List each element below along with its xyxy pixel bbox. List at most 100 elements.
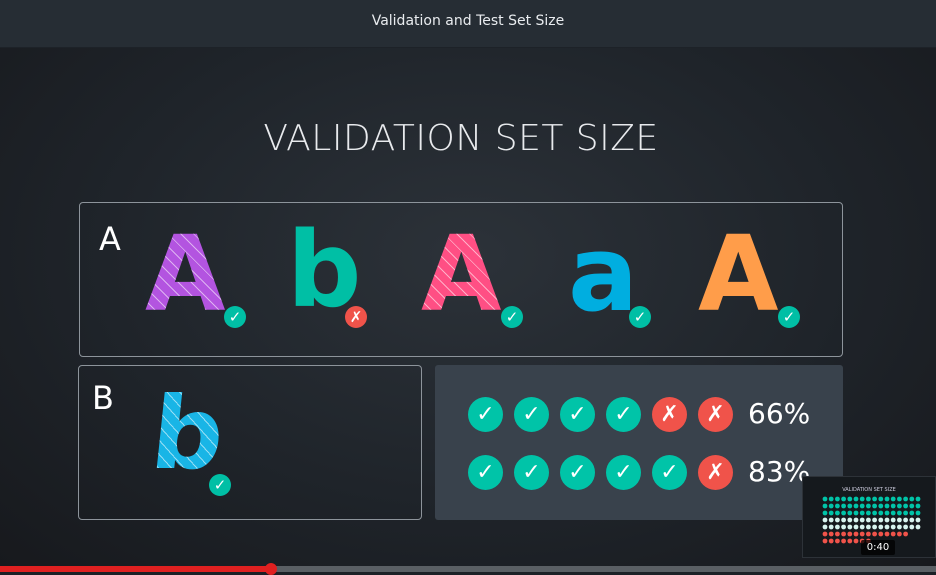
thumbnail-dot (897, 503, 902, 509)
thumbnail-dot (884, 503, 890, 509)
thumbnail-dot (841, 496, 846, 502)
progress-track[interactable] (0, 566, 936, 572)
thumbnail-dot (903, 524, 908, 530)
check-icon: ✓ (468, 455, 503, 490)
thumbnail-dot (835, 524, 840, 530)
letter-b-blue: b (145, 375, 230, 492)
title-bar: Validation and Test Set Size (0, 0, 936, 48)
thumbnail-dot (897, 517, 902, 523)
thumbnail-dot (835, 510, 840, 516)
thumbnail-dot (859, 517, 865, 523)
thumbnail-dot (890, 524, 896, 530)
cross-icon: ✗ (698, 397, 733, 432)
thumbnail-dot (859, 503, 865, 509)
thumbnail-dot (847, 538, 853, 544)
thumbnail-dot (828, 524, 834, 530)
check-icon: ✓ (560, 397, 595, 432)
cross-icon: ✗ (652, 397, 687, 432)
thumbnail-dot (884, 531, 890, 537)
thumbnail-dot (872, 524, 877, 530)
thumbnail-dot (878, 524, 884, 530)
thumbnail-dot (897, 496, 902, 502)
thumbnail-dot (915, 503, 921, 509)
thumbnail-dot (890, 496, 896, 502)
thumbnail-dot (903, 496, 908, 502)
cross-icon: ✗ (345, 306, 367, 328)
thumbnail-title: VALIDATION SET SIZE (842, 487, 896, 493)
thumbnail-dot (828, 496, 834, 502)
thumbnail-dot (903, 510, 908, 516)
thumbnail-dot (866, 503, 871, 509)
thumbnail-dot (915, 496, 921, 502)
thumbnail-dot (878, 517, 884, 523)
check-icon: ✓ (514, 397, 549, 432)
thumbnail-dot (903, 531, 908, 537)
thumbnail-dot (872, 517, 877, 523)
thumbnail-dot (890, 531, 896, 537)
thumbnail-dot (847, 503, 853, 509)
thumbnail-dot (847, 510, 853, 516)
thumbnail-dot (878, 496, 884, 502)
check-icon: ✓ (629, 306, 651, 328)
check-icon: ✓ (606, 397, 641, 432)
check-icon: ✓ (209, 474, 231, 496)
thumbnail-dot (884, 510, 890, 516)
thumbnail-dot (847, 531, 853, 537)
thumbnail-dot (859, 496, 865, 502)
check-icon: ✓ (224, 306, 246, 328)
thumbnail-dot (859, 524, 865, 530)
thumbnail-dot (841, 510, 846, 516)
thumbnail-dot (853, 496, 859, 502)
slide-title: VALIDATION SET SIZE (263, 118, 659, 159)
thumbnail-dot (822, 517, 828, 523)
thumbnail-dot (890, 510, 896, 516)
thumbnail-dot (866, 510, 871, 516)
thumbnail-dot (903, 517, 908, 523)
thumbnail-dot (835, 496, 840, 502)
thumbnail-dot (835, 503, 840, 509)
check-icon: ✓ (560, 455, 595, 490)
thumbnail-dot (835, 538, 840, 544)
thumbnail-dot (828, 503, 834, 509)
example-box-b: B (78, 365, 422, 520)
preview-thumbnail: VALIDATION SET SIZE 0:40 (802, 476, 936, 558)
thumbnail-dot (835, 531, 840, 537)
thumbnail-dot (878, 503, 884, 509)
thumbnail-dot (853, 538, 859, 544)
letter-a-purple: A (145, 213, 226, 335)
thumbnail-dot (828, 531, 834, 537)
thumbnail-dot (915, 517, 921, 523)
thumbnail-dot (853, 517, 859, 523)
thumbnail-dot (822, 524, 828, 530)
thumbnail-dot (866, 531, 871, 537)
thumbnail-dot (853, 524, 859, 530)
progress-scrubber[interactable] (265, 563, 278, 575)
check-icon: ✓ (468, 397, 503, 432)
thumbnail-dot (859, 531, 865, 537)
progress-fill (0, 566, 272, 572)
thumbnail-dot (841, 517, 846, 523)
cross-icon: ✗ (698, 455, 733, 490)
video-title: Validation and Test Set Size (371, 13, 565, 29)
thumbnail-dot (853, 510, 859, 516)
thumbnail-dot (853, 503, 859, 509)
thumbnail-dot (884, 517, 890, 523)
thumbnail-dot (890, 517, 896, 523)
example-box-a: A (79, 202, 843, 357)
thumbnail-dot (828, 538, 834, 544)
thumbnail-dot (841, 503, 846, 509)
thumbnail-dot (897, 524, 902, 530)
letter-a-orange: A (698, 213, 779, 335)
thumbnail-dot (822, 510, 828, 516)
thumbnail-dot (866, 524, 871, 530)
thumbnail-dot (822, 503, 828, 509)
thumbnail-dot (828, 517, 834, 523)
check-icon: ✓ (652, 455, 687, 490)
thumbnail-dot (841, 538, 846, 544)
check-icon: ✓ (778, 306, 800, 328)
check-icon: ✓ (514, 455, 549, 490)
thumbnail-dot (909, 524, 915, 530)
thumbnail-dot (841, 524, 846, 530)
thumbnail-dot (884, 496, 890, 502)
thumbnail-dot (866, 496, 871, 502)
